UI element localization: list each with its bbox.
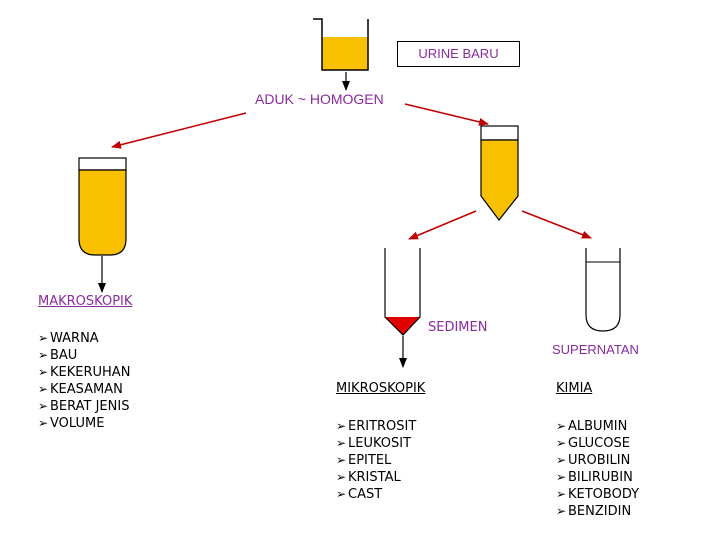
beaker-urine-baru [313, 18, 369, 71]
tube-conical-right [480, 125, 519, 221]
arrow-bullet-icon: ➢ [336, 470, 347, 484]
kimia-heading: KIMIA [556, 381, 593, 396]
mikroskopik-heading: MIKROSKOPIK [336, 381, 426, 396]
list-item: ➢LEUKOSIT [336, 436, 412, 451]
kimia-list: ➢ALBUMIN ➢GLUCOSE ➢UROBILIN ➢BILIRUBIN ➢… [556, 418, 639, 520]
list-item: ➢KEKERUHAN [38, 365, 131, 380]
arrow-bullet-icon: ➢ [38, 416, 49, 430]
arrow-bullet-icon: ➢ [38, 382, 49, 396]
arrow-to-supernatan-tube [521, 210, 592, 239]
list-item: ➢ALBUMIN [556, 419, 628, 434]
arrow-bullet-icon: ➢ [336, 436, 347, 450]
list-item: ➢GLUCOSE [556, 436, 630, 451]
arrow-bullet-icon: ➢ [38, 399, 49, 413]
list-item: ➢BERAT JENIS [38, 399, 130, 414]
arrow-to-sedimen-tube [408, 210, 477, 240]
list-item: ➢BAU [38, 348, 78, 363]
list-item: ➢EPITEL [336, 453, 392, 468]
list-item: ➢KRISTAL [336, 470, 401, 485]
arrow-aduk-to-right-tube [404, 103, 489, 126]
list-item: ➢ERITROSIT [336, 419, 417, 434]
supernatan-label: SUPERNATAN [552, 342, 639, 357]
arrow-bullet-icon: ➢ [556, 453, 567, 467]
tube-supernatan [585, 248, 621, 332]
arrow-bullet-icon: ➢ [38, 365, 49, 379]
arrow-aduk-to-left-tube [111, 112, 247, 149]
arrow-bullet-icon: ➢ [336, 487, 347, 501]
tube-left [78, 157, 127, 256]
arrow-bullet-icon: ➢ [336, 419, 347, 433]
list-item: ➢KETOBODY [556, 487, 640, 502]
sedimen-label: SEDIMEN [428, 320, 488, 335]
list-item: ➢WARNA [38, 331, 99, 346]
arrow-bullet-icon: ➢ [556, 504, 567, 518]
mikroskopik-list: ➢ERITROSIT ➢LEUKOSIT ➢EPITEL ➢KRISTAL ➢C… [336, 418, 416, 503]
list-item: ➢VOLUME [38, 416, 105, 431]
makroskopik-heading: MAKROSKOPIK [38, 294, 133, 309]
aduk-homogen-label: ADUK ~ HOMOGEN [255, 91, 384, 107]
list-item: ➢CAST [336, 487, 383, 502]
arrow-bullet-icon: ➢ [556, 470, 567, 484]
arrow-bullet-icon: ➢ [556, 419, 567, 433]
tube-sedimen [384, 248, 421, 336]
arrow-bullet-icon: ➢ [556, 487, 567, 501]
list-item: ➢KEASAMAN [38, 382, 123, 397]
makroskopik-list: ➢WARNA ➢BAU ➢KEKERUHAN ➢KEASAMAN ➢BERAT … [38, 330, 130, 432]
urine-baru-label: URINE BARU [397, 41, 520, 67]
arrow-bullet-icon: ➢ [38, 348, 49, 362]
arrow-bullet-icon: ➢ [38, 331, 49, 345]
list-item: ➢BENZIDIN [556, 504, 632, 519]
list-item: ➢UROBILIN [556, 453, 631, 468]
arrow-bullet-icon: ➢ [556, 436, 567, 450]
list-item: ➢BILIRUBIN [556, 470, 633, 485]
arrow-bullet-icon: ➢ [336, 453, 347, 467]
